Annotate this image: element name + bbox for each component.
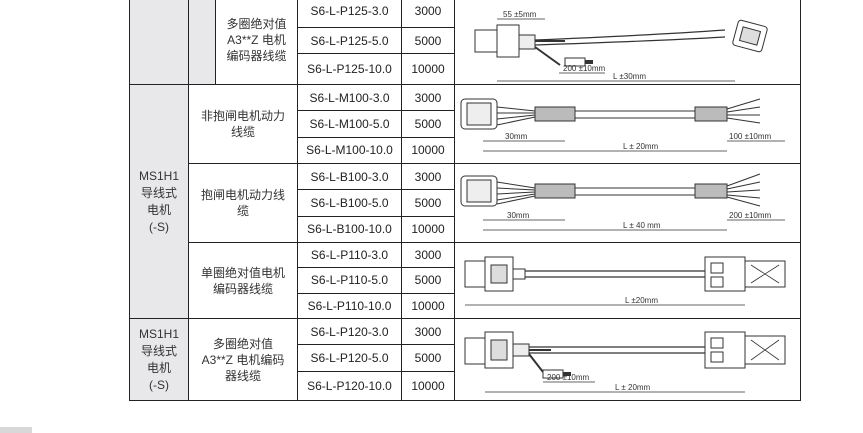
- part-number: S6-L-P125-10.0: [297, 53, 402, 85]
- cable-type-line: 编码器线缆: [212, 281, 273, 296]
- page-scroll-mark: [0, 427, 32, 433]
- cable-length: 3000: [401, 162, 455, 191]
- cable-length: 5000: [401, 344, 455, 372]
- cable-type-line: 单圈绝对值电机: [200, 265, 285, 280]
- cable-drawing-cell: 200 ±10mm L ± 20mm: [454, 318, 801, 401]
- cable-drawing-cell: L ±20mm: [454, 242, 801, 319]
- series-cell-top: [129, 0, 189, 85]
- series-label-line: 导线式: [140, 343, 177, 358]
- dim-label: 30mm: [505, 132, 528, 141]
- series-label-line: 电机: [146, 360, 171, 375]
- dim-label: 100 ±10mm: [729, 132, 772, 141]
- cable-length: 3000: [401, 0, 455, 28]
- part-number: S6-L-M100-10.0: [297, 136, 402, 165]
- part-number: S6-L-P125-3.0: [297, 0, 402, 28]
- cable-type-line: 多圈绝对值: [226, 16, 287, 31]
- series-label-line: 电机: [146, 202, 171, 217]
- cable-type-line: 非抱闸电机动力: [200, 109, 285, 123]
- cable-type-cell: 非抱闸电机动力 线缆: [188, 84, 298, 164]
- part-number: S6-L-P120-5.0: [297, 344, 402, 372]
- cable-type-line: 缆: [236, 204, 249, 218]
- cable-drawing-cell: 55 ±5mm 200 ±10mm L ±30mm: [454, 0, 801, 85]
- cable-length: 3000: [401, 318, 455, 345]
- cable-drawing-cell: 30mm L ± 20mm 100 ±10mm: [454, 84, 801, 164]
- cable-length: 10000: [401, 292, 455, 320]
- brake-power-cable-drawing: 30mm L ± 40 mm 200 ±10mm: [460, 173, 785, 231]
- cable-type-line: 编码器线缆: [226, 48, 287, 63]
- part-number: S6-L-P110-10.0: [297, 292, 402, 320]
- cable-length: 10000: [401, 215, 455, 244]
- cable-length: 3000: [401, 83, 455, 112]
- dim-label: 30mm: [507, 211, 530, 220]
- encoder-cable-drawing: 55 ±5mm 200 ±10mm L ±30mm: [474, 10, 768, 82]
- multi-encoder-cable-drawing-2: 200 ±10mm L ± 20mm: [464, 331, 786, 392]
- cable-type-line: 线缆: [230, 125, 255, 139]
- dim-label: L ± 40 mm: [623, 221, 661, 230]
- part-number: S6-L-P120-3.0: [297, 318, 402, 345]
- cable-length: 5000: [401, 26, 455, 55]
- series-cell: MS1H1 导线式 电机 (-S): [129, 318, 189, 401]
- part-number: S6-L-P110-5.0: [297, 267, 402, 294]
- dim-label: L ± 20mm: [623, 142, 659, 151]
- power-cable-drawing: 30mm L ± 20mm 100 ±10mm: [460, 98, 785, 152]
- cable-length: 10000: [401, 136, 455, 165]
- cable-type-line: A3**Z 电机编码: [201, 352, 285, 367]
- cable-type-line: 器线缆: [224, 368, 261, 383]
- part-number: S6-L-B100-3.0: [297, 162, 402, 191]
- series-label-line: MS1H1: [138, 168, 179, 183]
- cable-type-cell: 多圈绝对值 A3**Z 电机 编码器线缆: [215, 0, 298, 85]
- dim-label: 200 ±10mm: [729, 211, 772, 220]
- series-label-line: (-S): [149, 377, 169, 392]
- part-number: S6-L-P125-5.0: [297, 26, 402, 55]
- subgroup-cell-top: [188, 0, 216, 85]
- cable-drawing-cell: 30mm L ± 40 mm 200 ±10mm: [454, 163, 801, 243]
- series-label-line: 导线式: [140, 185, 177, 200]
- single-encoder-cable-drawing: L ±20mm: [464, 256, 786, 306]
- series-label-line: (-S): [149, 219, 169, 234]
- cable-type-line: 多圈绝对值: [212, 336, 273, 351]
- dim-label: L ±20mm: [625, 296, 658, 305]
- cable-spec-table: 多圈绝对值 A3**Z 电机 编码器线缆 S6-L-P125-3.0 3000 …: [129, 0, 801, 401]
- part-number: S6-L-P110-3.0: [297, 241, 402, 269]
- cable-type-cell: 抱闸电机动力线 缆: [188, 163, 298, 243]
- cable-length: 10000: [401, 53, 455, 85]
- series-label-line: MS1H1: [138, 326, 179, 341]
- cable-type-cell: 多圈绝对值 A3**Z 电机编码 器线缆: [188, 318, 298, 401]
- cable-length: 5000: [401, 189, 455, 217]
- part-number: S6-L-P120-10.0: [297, 371, 402, 401]
- part-number: S6-L-B100-10.0: [297, 215, 402, 244]
- dim-label: 200 ±10mm: [547, 373, 590, 382]
- cable-length: 5000: [401, 110, 455, 138]
- part-number: S6-L-M100-5.0: [297, 110, 402, 138]
- dim-label: L ± 20mm: [615, 383, 651, 392]
- cable-type-line: 抱闸电机动力线: [200, 188, 285, 202]
- cable-type-cell: 单圈绝对值电机 编码器线缆: [188, 242, 298, 319]
- dim-label: 200 ±10mm: [563, 64, 606, 73]
- dim-label: 55 ±5mm: [503, 10, 537, 19]
- cable-length: 10000: [401, 371, 455, 401]
- series-cell: MS1H1 导线式 电机 (-S): [129, 84, 189, 319]
- part-number: S6-L-B100-5.0: [297, 189, 402, 217]
- cable-length: 3000: [401, 241, 455, 269]
- cable-length: 5000: [401, 267, 455, 294]
- cable-type-line: A3**Z 电机: [227, 32, 286, 47]
- dim-label: L ±30mm: [613, 72, 646, 81]
- part-number: S6-L-M100-3.0: [297, 83, 402, 112]
